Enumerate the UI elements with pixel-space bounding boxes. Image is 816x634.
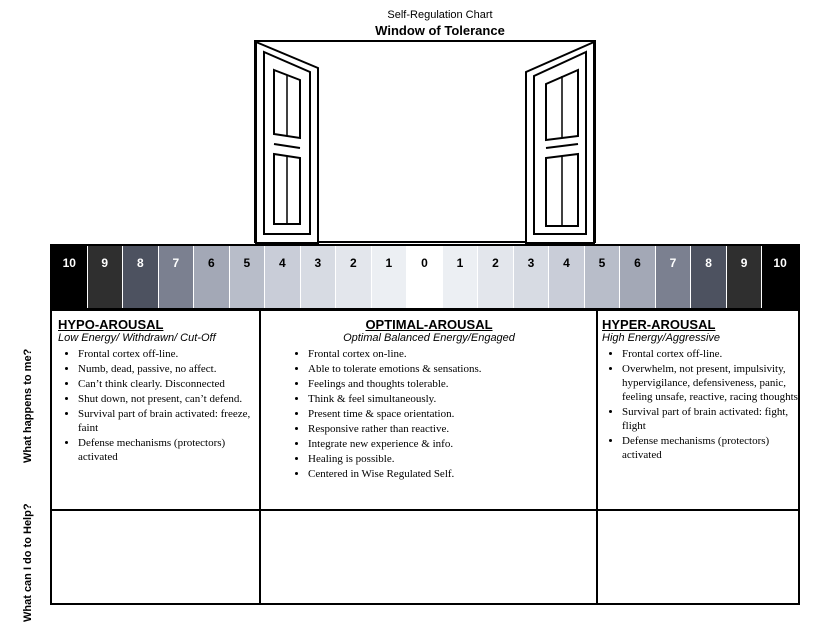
hyper-arousal-section: HYPER-AROUSAL High Energy/Aggressive Fro… bbox=[602, 317, 798, 463]
hypo-arousal-title: HYPO-AROUSAL bbox=[58, 317, 164, 332]
scale-cell: 5 bbox=[229, 246, 266, 308]
scale-cell: 4 bbox=[265, 246, 301, 308]
list-item: Responsive rather than reactive. bbox=[308, 422, 594, 436]
hyper-arousal-title: HYPER-AROUSAL bbox=[602, 317, 716, 332]
list-item: Frontal cortex off-line. bbox=[78, 347, 256, 361]
list-item: Integrate new experience & info. bbox=[308, 437, 594, 451]
hyper-arousal-subtitle: High Energy/Aggressive bbox=[602, 332, 721, 344]
list-item: Survival part of brain activated: freeze… bbox=[78, 407, 256, 435]
hypo-help-cell[interactable] bbox=[52, 511, 259, 603]
optimal-arousal-section: OPTIMAL-AROUSAL Optimal Balanced Energy/… bbox=[264, 317, 594, 482]
hypo-arousal-list: Frontal cortex off-line.Numb, dead, pass… bbox=[58, 347, 256, 464]
hypo-arousal-subtitle: Low Energy/ Withdrawn/ Cut-Off bbox=[58, 332, 216, 344]
optimal-arousal-subtitle: Optimal Balanced Energy/Engaged bbox=[343, 332, 515, 344]
hypo-arousal-section: HYPO-AROUSAL Low Energy/ Withdrawn/ Cut-… bbox=[58, 317, 256, 465]
list-item: Survival part of brain activated: fight,… bbox=[622, 405, 798, 433]
side-label-what-happens: What happens to me? bbox=[22, 348, 34, 463]
hyper-help-cell[interactable] bbox=[598, 511, 798, 603]
scale-cell: 6 bbox=[620, 246, 656, 308]
list-item: Can’t think clearly. Disconnected bbox=[78, 377, 256, 391]
column-divider bbox=[596, 311, 598, 603]
list-item: Overwhelm, not present, impulsivity, hyp… bbox=[622, 362, 798, 404]
scale-cell: 4 bbox=[549, 246, 585, 308]
list-item: Feelings and thoughts tolerable. bbox=[308, 377, 594, 391]
optimal-help-cell[interactable] bbox=[261, 511, 596, 603]
scale-cell: 5 bbox=[584, 246, 621, 308]
arousal-table: HYPO-AROUSAL Low Energy/ Withdrawn/ Cut-… bbox=[50, 309, 800, 605]
scale-cell: 3 bbox=[513, 246, 550, 308]
optimal-arousal-list: Frontal cortex on-line.Able to tolerate … bbox=[264, 347, 594, 481]
scale-cell: 1 bbox=[371, 246, 408, 308]
scale-cell: 3 bbox=[300, 246, 337, 308]
chart-subtitle: Self-Regulation Chart bbox=[387, 9, 493, 21]
scale-cell: 1 bbox=[442, 246, 479, 308]
open-window-illustration bbox=[255, 40, 595, 244]
list-item: Defense mechanisms (protectors) activate… bbox=[78, 436, 256, 464]
scale-cell: 6 bbox=[194, 246, 230, 308]
scale-cell: 2 bbox=[336, 246, 372, 308]
scale-cell: 8 bbox=[123, 246, 159, 308]
scale-cell: 8 bbox=[691, 246, 727, 308]
scale-cell: 7 bbox=[158, 246, 195, 308]
list-item: Think & feel simultaneously. bbox=[308, 392, 594, 406]
scale-cell: 9 bbox=[726, 246, 763, 308]
row-divider bbox=[52, 509, 798, 511]
side-label-what-can-i-do: What can I do to Help? bbox=[22, 503, 34, 622]
list-item: Centered in Wise Regulated Self. bbox=[308, 467, 594, 481]
hyper-arousal-list: Frontal cortex off-line.Overwhelm, not p… bbox=[602, 347, 798, 462]
list-item: Present time & space orientation. bbox=[308, 407, 594, 421]
scale-cell: 10 bbox=[762, 246, 798, 308]
list-item: Healing is possible. bbox=[308, 452, 594, 466]
optimal-arousal-title: OPTIMAL-AROUSAL bbox=[365, 317, 493, 332]
scale-cell: 0 bbox=[407, 246, 443, 308]
scale-cell: 10 bbox=[52, 246, 88, 308]
list-item: Shut down, not present, can’t defend. bbox=[78, 392, 256, 406]
list-item: Frontal cortex off-line. bbox=[622, 347, 798, 361]
scale-cell: 7 bbox=[655, 246, 692, 308]
list-item: Able to tolerate emotions & sensations. bbox=[308, 362, 594, 376]
scale-cell: 9 bbox=[87, 246, 124, 308]
list-item: Frontal cortex on-line. bbox=[308, 347, 594, 361]
chart-title: Window of Tolerance bbox=[375, 23, 505, 38]
list-item: Numb, dead, passive, no affect. bbox=[78, 362, 256, 376]
list-item: Defense mechanisms (protectors) activate… bbox=[622, 434, 798, 462]
column-divider bbox=[259, 311, 261, 603]
scale-cell: 2 bbox=[478, 246, 514, 308]
